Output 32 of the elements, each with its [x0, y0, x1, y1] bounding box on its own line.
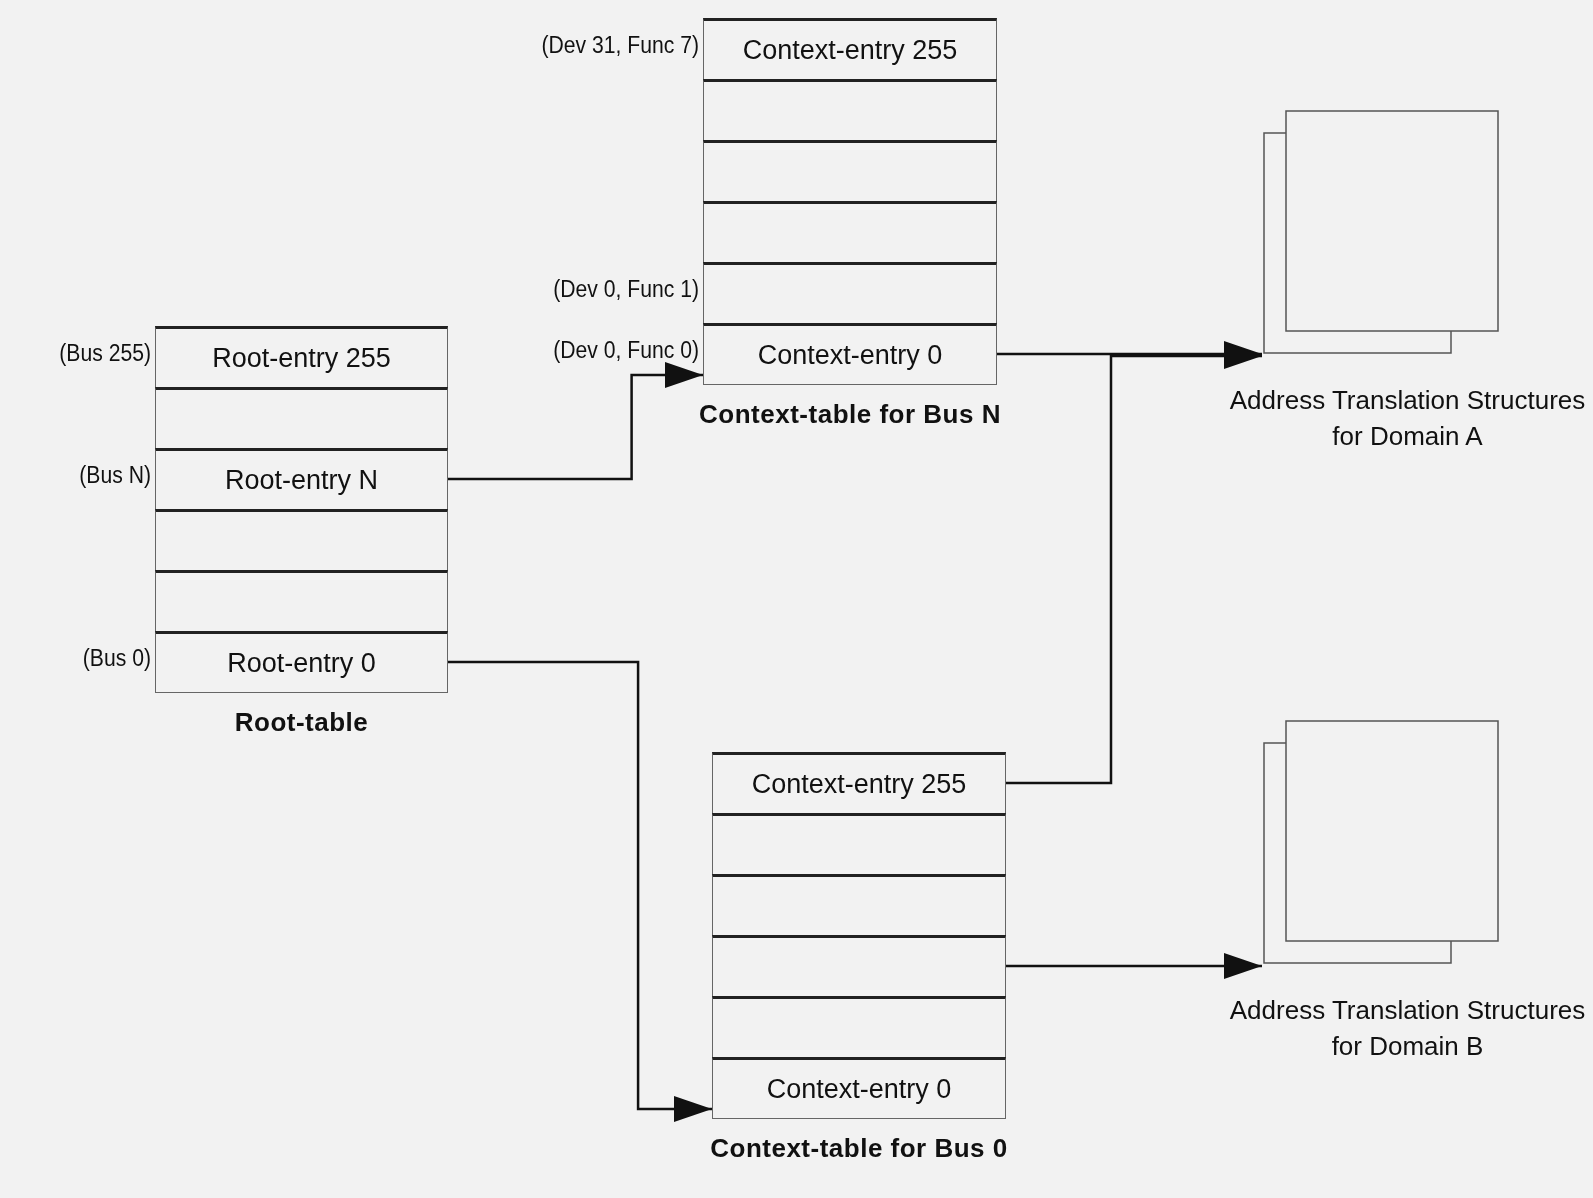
- table-entry: [703, 140, 997, 202]
- row-label: (Dev 0, Func 1): [552, 276, 699, 303]
- table-caption: Context-table for Bus 0: [709, 1132, 1009, 1165]
- table-caption: Root-table: [233, 706, 370, 739]
- table-entry: Context-entry 0: [703, 323, 997, 385]
- table-entry: [712, 874, 1006, 936]
- table-entry: [703, 262, 997, 324]
- table-entry: Root-entry 0: [155, 631, 448, 693]
- table-entry: [155, 509, 448, 571]
- row-label: (Dev 31, Func 7): [540, 32, 699, 59]
- table-entry: [155, 387, 448, 449]
- table-entry: [712, 935, 1006, 997]
- arrow: [1006, 953, 1262, 979]
- table-entry: Context-entry 0: [712, 1057, 1006, 1119]
- structure-label: Address Translation Structures for Domain A: [1228, 384, 1587, 453]
- table-entry: Root-entry N: [155, 448, 448, 510]
- arrow: [448, 362, 703, 481]
- arrow: [448, 660, 712, 1122]
- table-entry: [712, 813, 1006, 875]
- table-entry: [712, 996, 1006, 1058]
- table-entry: [155, 570, 448, 632]
- table-entry: Context-entry 255: [703, 18, 997, 80]
- row-label: (Bus 255): [58, 340, 151, 367]
- row-label: (Bus 0): [81, 645, 151, 672]
- table-caption: Context-table for Bus N: [698, 398, 1002, 431]
- structure-label: Address Translation Structures for Domain B: [1228, 994, 1587, 1063]
- row-label: (Dev 0, Func 0): [552, 337, 699, 364]
- row-label: (Bus N): [78, 462, 151, 489]
- table-entry: Context-entry 255: [712, 752, 1006, 814]
- table-entry: Root-entry 255: [155, 326, 448, 388]
- table-entry: [703, 79, 997, 141]
- table-entry: [703, 201, 997, 263]
